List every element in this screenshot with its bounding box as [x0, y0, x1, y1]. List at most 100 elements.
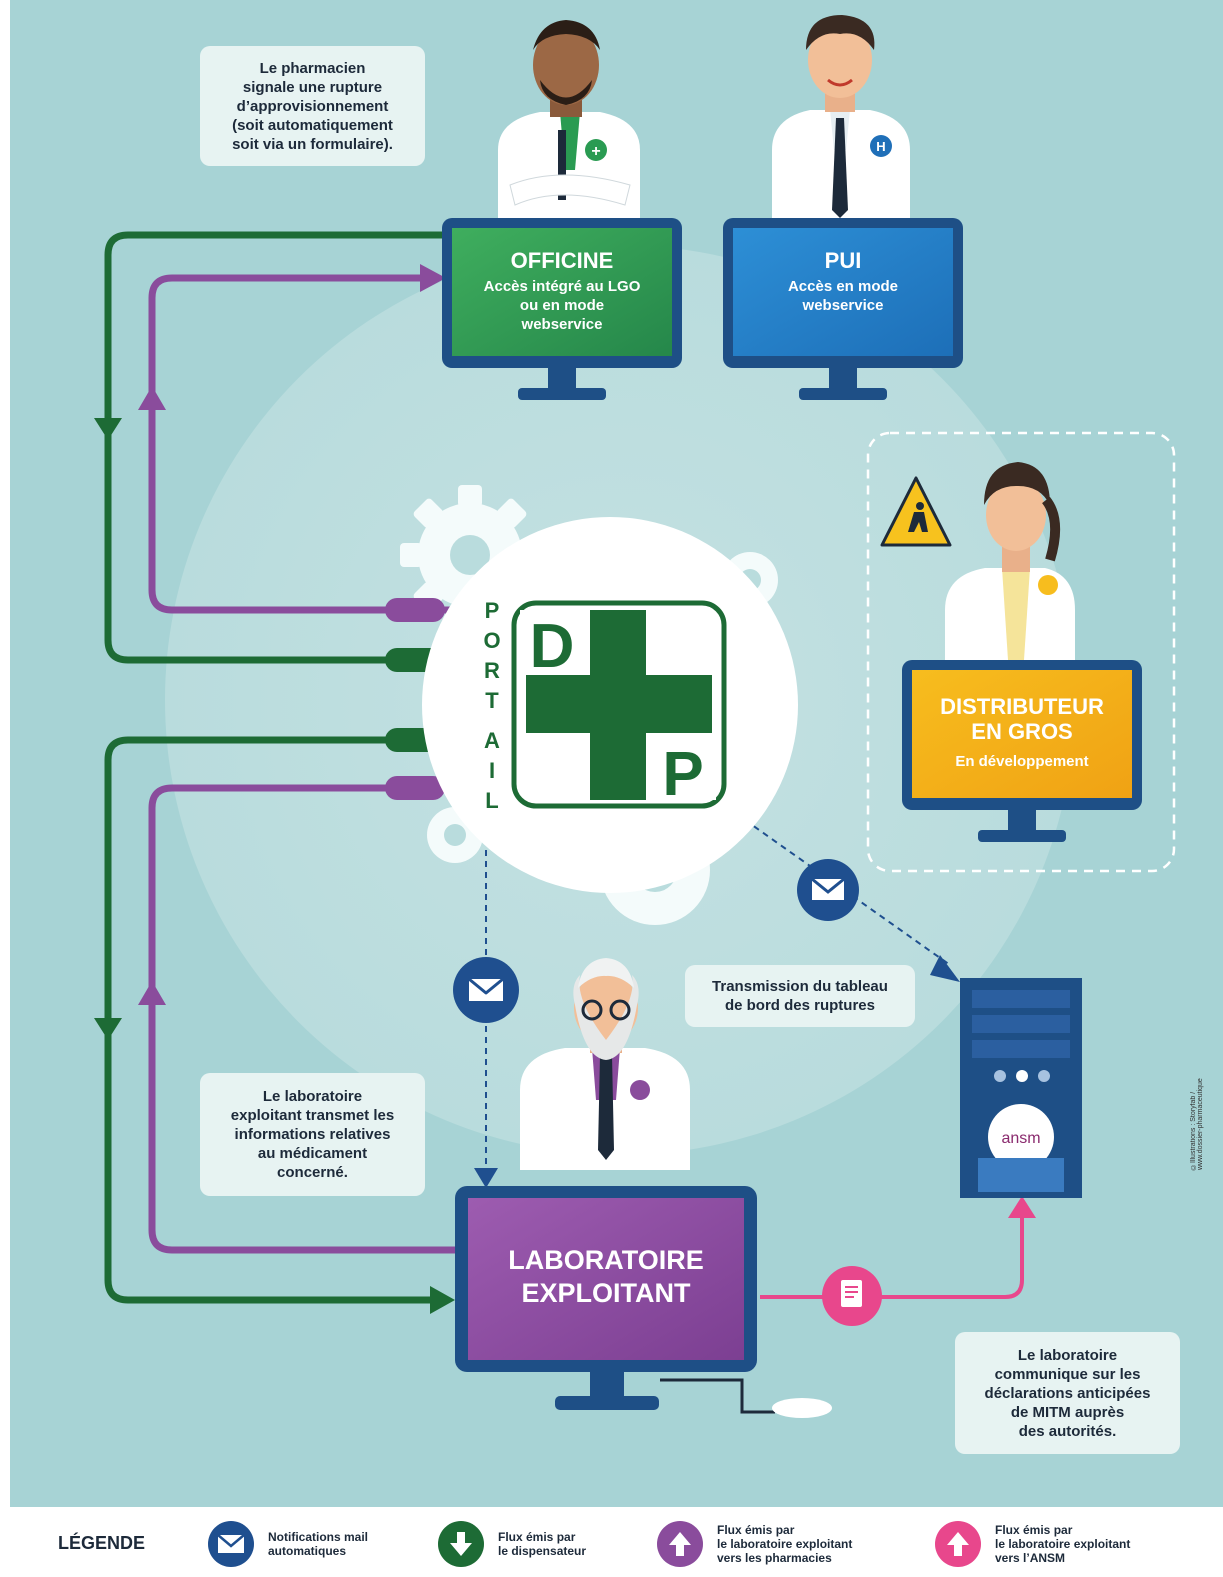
dashed-arrow-ansm: [930, 955, 960, 982]
note-line: au médicament: [257, 1145, 368, 1162]
legend-item-lab-ansm: Flux émis par le laboratoire exploitant …: [935, 1519, 1130, 1569]
legend-label-line: Flux émis par: [717, 1523, 795, 1537]
officine-badge-icon: +: [591, 143, 600, 160]
portal-letter: O: [483, 628, 500, 653]
note-line: de bord des ruptures: [724, 997, 875, 1014]
portal-letter: I: [489, 758, 495, 783]
dp-logo-p: P: [662, 740, 703, 809]
portal-letter: P: [485, 598, 500, 623]
legend-label-line: vers les pharmacies: [717, 1551, 832, 1565]
construction-worker-glyph: [908, 502, 928, 532]
green-arrow-down-top: [94, 418, 122, 440]
legend-label-line: automatiques: [268, 1544, 347, 1558]
legend-label-line: vers l’ANSM: [995, 1551, 1066, 1565]
note-line: Le laboratoire: [1017, 1346, 1118, 1364]
officine-subtitle-line: Accès intégré au LGO: [483, 278, 641, 295]
officine-title: OFFICINE: [510, 248, 614, 273]
note-line: d’approvisionnement: [236, 97, 389, 115]
note-line: de MITM auprès: [1010, 1403, 1125, 1421]
arrow-down-icon: [438, 1521, 484, 1567]
mouse-icon: [772, 1398, 832, 1418]
laboratoire-screen-text: LABORATOIRE EXPLOITANT: [468, 1244, 744, 1310]
green-arrow-right-lab: [430, 1286, 455, 1314]
note-lab-info: Le laboratoire exploitant transmet les i…: [200, 1073, 425, 1196]
pui-subtitle-line: webservice: [802, 297, 884, 314]
legend-label-line: Flux émis par: [498, 1530, 576, 1544]
legend-label-line: le laboratoire exploitant: [995, 1537, 1131, 1551]
legend-item-mail: Notifications mail automatiques: [208, 1519, 368, 1569]
legend-label-line: le dispensateur: [498, 1544, 587, 1558]
distributor-frame: [866, 431, 1176, 873]
document-icon: [841, 1280, 862, 1307]
note-line: informations relatives: [234, 1126, 391, 1143]
portal-vertical-label: P O R T A I L: [483, 598, 500, 813]
distributeur-screen-text: DISTRIBUTEUR EN GROS En développement: [912, 694, 1132, 771]
dp-logo-d-box: [520, 610, 590, 675]
note-line: des autorités.: [1018, 1422, 1117, 1440]
note-line: communique sur les: [994, 1365, 1141, 1383]
pui-monitor: [723, 218, 963, 400]
dp-logo-frame: [511, 600, 727, 809]
laboratoire-title-line: LABORATOIRE: [508, 1245, 704, 1275]
pharmacist-character: +: [498, 20, 640, 220]
distributeur-subtitle: En développement: [955, 753, 1089, 770]
distributeur-title-line: DISTRIBUTEUR: [940, 694, 1104, 719]
ansm-server: ansm: [960, 978, 1082, 1198]
pui-pharmacist-character: H: [772, 15, 910, 220]
pui-title: PUI: [824, 248, 862, 273]
legend-item-lab-pharmacies: Flux émis par le laboratoire exploitant …: [657, 1519, 852, 1569]
laboratoire-monitor: [455, 1186, 832, 1418]
pui-screen-text: PUI Accès en mode webservice: [733, 248, 953, 315]
note-lab-communication: Le laboratoire communique sur les déclar…: [955, 1332, 1180, 1454]
officine-screen-text: OFFICINE Accès intégré au LGO ou en mode…: [452, 248, 672, 334]
dp-logo-p-box: [646, 733, 716, 800]
note-line: Transmission du tableau: [712, 978, 888, 995]
note-line: Le laboratoire: [262, 1088, 363, 1105]
officine-subtitle-line: webservice: [521, 316, 603, 333]
green-arrow-down-bottom: [94, 1018, 122, 1040]
portal-letter: A: [484, 728, 500, 753]
legend-item-dispensateur: Flux émis par le dispensateur: [438, 1519, 586, 1569]
pink-flow-line: [760, 1215, 1024, 1299]
lab-director-character: [520, 958, 690, 1170]
mail-icon-ansm: [811, 877, 845, 900]
mail-icon-lab: [468, 977, 504, 1001]
arrow-up-icon: [657, 1521, 703, 1567]
purple-flow-lines: [148, 274, 460, 1254]
note-line: exploitant transmet les: [230, 1107, 395, 1124]
pui-badge-icon: H: [876, 139, 885, 154]
legend-title: LÉGENDE: [58, 1533, 146, 1553]
note-line: (soit automatiquement: [232, 116, 393, 134]
dp-logo-d: D: [530, 612, 575, 681]
officine-monitor: [442, 218, 682, 400]
portal-letter: R: [484, 658, 500, 683]
construction-sign-icon: [880, 476, 952, 547]
note-line: concerné.: [277, 1164, 348, 1181]
purple-portal-tab-top: [385, 598, 445, 622]
pink-arrow-up-ansm: [1008, 1196, 1036, 1218]
note-line: déclarations anticipées: [984, 1384, 1151, 1402]
note-line: soit via un formulaire).: [232, 135, 393, 153]
distributeur-title-line: EN GROS: [971, 719, 1073, 744]
purple-arrow-right-officine: [420, 264, 446, 292]
legend-label-line: le laboratoire exploitant: [717, 1537, 853, 1551]
legend: LÉGENDE Notifications mail automatiques …: [0, 1507, 1223, 1577]
laboratoire-title-line: EXPLOITANT: [521, 1278, 691, 1308]
distributor-character: [945, 462, 1075, 680]
note-line: Le pharmacien: [259, 59, 366, 77]
purple-portal-tab-bottom: [385, 776, 445, 800]
note-line: signale une rupture: [242, 78, 383, 96]
mail-icon: [208, 1521, 254, 1567]
purple-arrow-up-bottom: [138, 981, 166, 1005]
note-transmission: Transmission du tableau de bord des rupt…: [685, 965, 915, 1027]
purple-arrow-up-top: [138, 386, 166, 410]
legend-label-line: Flux émis par: [995, 1523, 1073, 1537]
legend-label-line: Notifications mail: [268, 1530, 369, 1544]
dp-logo-cross: [526, 610, 712, 800]
distributor-monitor: [902, 660, 1142, 842]
officine-subtitle-line: ou en mode: [519, 297, 605, 314]
arrow-up-icon: [935, 1521, 981, 1567]
ansm-logo-text: ansm: [1001, 1130, 1040, 1147]
portal-letter: T: [485, 688, 499, 713]
dashed-arrow-down-lab: [474, 1168, 498, 1188]
